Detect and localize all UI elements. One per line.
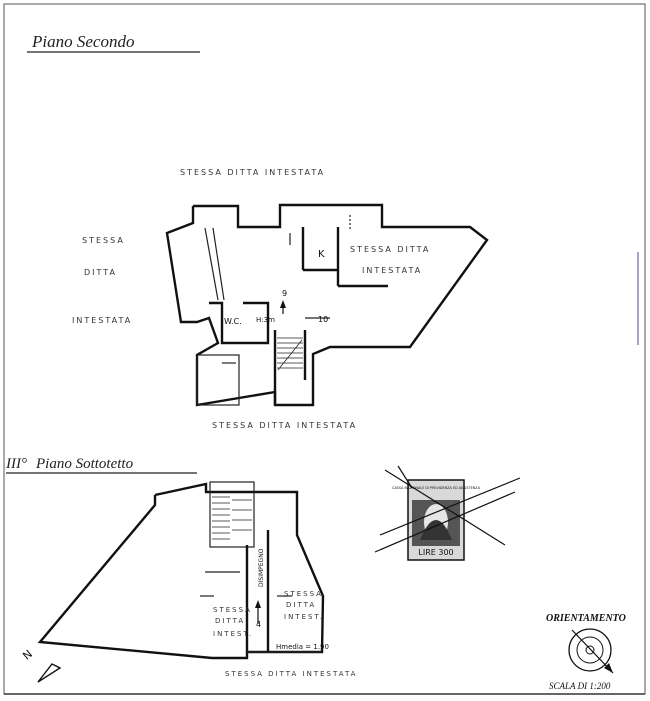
floor-2-label-right-2: INTESTATA [362, 266, 422, 275]
floor-2-label-left-3: INTESTATA [72, 316, 132, 325]
floor-2-room-wc: W.C. [224, 317, 242, 326]
orientation-outer-ring [568, 628, 612, 672]
floor-3-label-left-1: STESSA [213, 606, 252, 614]
floor-2-wall-bath [209, 301, 270, 345]
floor-3-label-bottom: STESSA DITTA INTESTATA [225, 670, 357, 678]
floor-3-outer-wall [37, 482, 325, 660]
floor-3-label-left-3: INTEST. [213, 630, 253, 638]
floor-2-stair-treads [277, 337, 303, 371]
orientation-needle-tip [604, 663, 613, 673]
north-arrow: N [20, 647, 62, 683]
floor-2-window-top-left-2 [212, 227, 225, 301]
stamp-cancellation [374, 465, 521, 553]
stamp-portrait-veil [420, 520, 452, 540]
floor-2-plan: K W.C. H:3m 9 10 [165, 203, 489, 407]
orientation-block: ORIENTAMENTO SCALA DI 1:200 [546, 613, 626, 691]
floor-3-label-right-2: DITTA [286, 601, 316, 609]
floor-2-label-right-1: STESSA DITTA [350, 245, 430, 254]
floor-3-stair-steps: 4 [256, 620, 261, 629]
floor-2-outer-wall [165, 203, 489, 407]
stamp-value: LIRE 300 [418, 548, 453, 557]
floor-3-stair-box [209, 481, 255, 548]
orientation-scale: SCALA DI 1:200 [549, 681, 611, 691]
stamp-header: CASSA NAZIONALE DI PREVIDENZA ED ASSISTE… [392, 486, 481, 490]
floor-2-stair-steps-2: 10 [318, 315, 328, 324]
floor-2-room-k: K [318, 249, 325, 260]
floor-2-title: Piano Secondo [31, 32, 134, 51]
floor-2-balcony [196, 354, 240, 406]
revenue-stamp: CASSA NAZIONALE DI PREVIDENZA ED ASSISTE… [374, 465, 521, 561]
floor-3-title: Piano Sottotetto [35, 456, 134, 472]
floor-3-label-right-3: INTEST. [284, 613, 324, 621]
floor-2-height-note: H:3m [256, 316, 275, 324]
floor-3-label-right-1: STESSA [284, 590, 323, 598]
floor-2-label-bottom: STESSA DITTA INTESTATA [212, 421, 357, 430]
floor-3-corridor-label: DISIMPEGNO [258, 548, 265, 587]
floor-2-label-top: STESSA DITTA INTESTATA [180, 168, 325, 177]
floor-2-window-top-left [204, 227, 219, 301]
floor-3-height-note: Hmedia = 1.90 [276, 643, 329, 651]
floor-3-title-prefix: III° [5, 456, 27, 472]
floor-3-label-left-2: DITTA [215, 617, 245, 625]
floor-3-plan: DISIMPEGNO STESSA DITTA INTEST. STESSA D… [37, 481, 357, 678]
floor-2-stair-steps: 9 [282, 289, 287, 298]
orientation-inner-ring [576, 636, 604, 664]
orientation-center [585, 645, 595, 655]
floor-2-label-left-2: DITTA [84, 268, 117, 277]
floor-2-stair-arrow [280, 300, 286, 308]
floor-3-stair-treads [212, 496, 252, 540]
north-arrow-letter: N [20, 647, 35, 662]
orientation-label: ORIENTAMENTO [546, 613, 626, 624]
floor-2-label-left-1: STESSA [82, 236, 125, 245]
floor-3-stair-arrow [255, 600, 261, 608]
